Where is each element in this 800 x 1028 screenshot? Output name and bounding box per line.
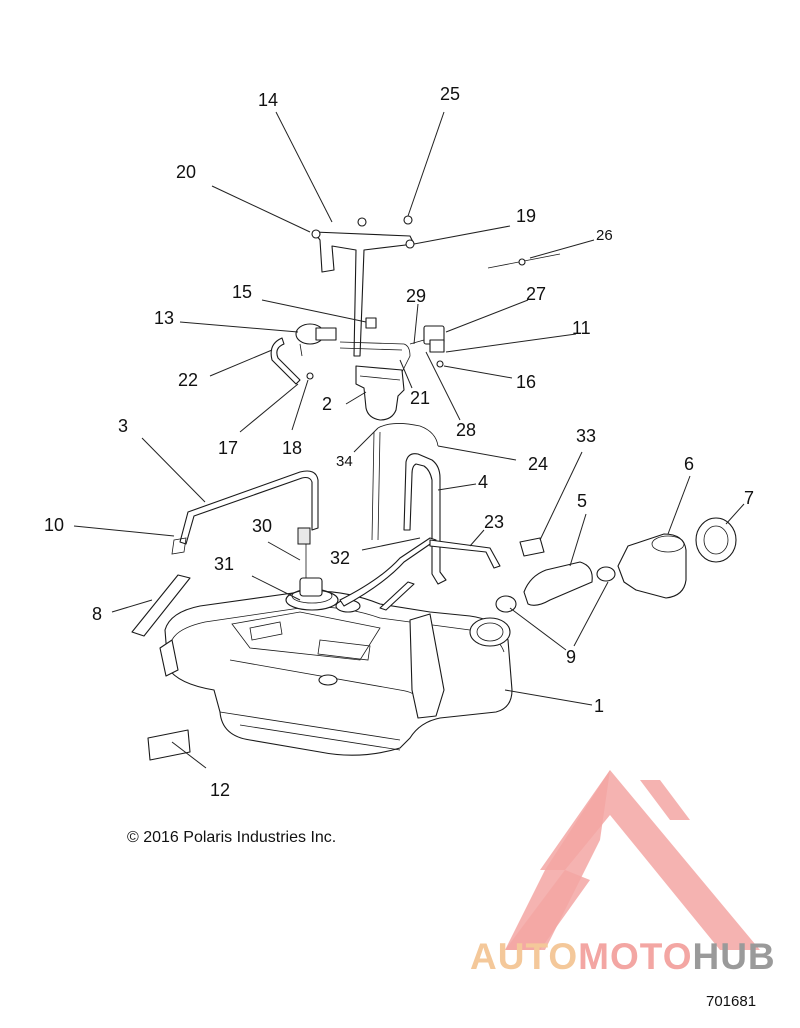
purge-valve [409,325,445,353]
callout-26: 26 [596,227,613,244]
callout-3: 3 [118,416,128,436]
callout-4: 4 [478,472,488,492]
callout-5: 5 [577,491,587,511]
watermark-hub: HUB [692,936,776,977]
callout-34: 34 [336,453,353,470]
leader-lines [73,111,745,769]
drawing-number: 701681 [706,993,757,1010]
fuel-pump [285,527,361,613]
callout-1: 1 [594,696,604,716]
callout-12: 12 [210,780,230,800]
callout-32: 32 [330,548,350,568]
label-12 [147,729,191,761]
callout-2: 2 [322,394,332,414]
callout-19: 19 [516,206,536,226]
callout-7: 7 [744,488,754,508]
fuel-cap [695,517,737,563]
watermark-auto: AUTO [470,936,579,977]
hose-22 [270,337,301,385]
callout-6: 6 [684,454,694,474]
filler-neck [617,533,687,599]
fasteners [306,215,444,380]
copyright-notice: © 2016 Polaris Industries Inc. [127,829,337,846]
callout-18: 18 [282,438,302,458]
callout-28: 28 [456,420,476,440]
pad-33 [519,537,545,557]
watermark-wordmark: AUTOMOTOHUB [470,936,776,978]
pad-8 [131,574,191,637]
evap-canister [355,365,405,421]
callout-21: 21 [410,388,430,408]
callout-13: 13 [154,308,174,328]
callout-14: 14 [258,90,278,110]
tank-strap-right [403,453,447,585]
callout-15: 15 [232,282,252,302]
callout-17: 17 [218,438,238,458]
pad-small [379,581,415,611]
callout-9: 9 [566,647,576,667]
callout-25: 25 [440,84,460,104]
callout-11: 11 [572,318,591,338]
breather-23 [429,539,501,569]
callout-24: 24 [528,454,548,474]
callout-labels: 1 2 3 4 5 6 7 8 9 10 11 12 13 14 15 16 1… [44,84,754,800]
watermark-moto: MOTO [578,936,693,977]
callout-33: 33 [576,426,596,446]
callout-16: 16 [516,372,536,392]
callout-27: 27 [526,284,546,304]
callout-31: 31 [214,554,234,574]
filler-hose [495,561,616,613]
rollover-valve-13 [295,323,337,357]
callout-10: 10 [44,515,64,535]
vent-hose-24 [377,423,439,447]
callout-23: 23 [484,512,504,532]
fuel-tank [159,590,513,756]
clamp-15 [365,317,377,329]
vent-hose-34 [371,431,381,541]
callout-22: 22 [178,370,198,390]
callout-8: 8 [92,604,102,624]
callout-29: 29 [406,286,426,306]
tube-15 [339,341,411,373]
fuel-line-32 [339,537,437,607]
callout-20: 20 [176,162,196,182]
tank-strap-left [171,470,319,555]
watermark-logo-icon [505,770,760,950]
callout-30: 30 [252,516,272,536]
